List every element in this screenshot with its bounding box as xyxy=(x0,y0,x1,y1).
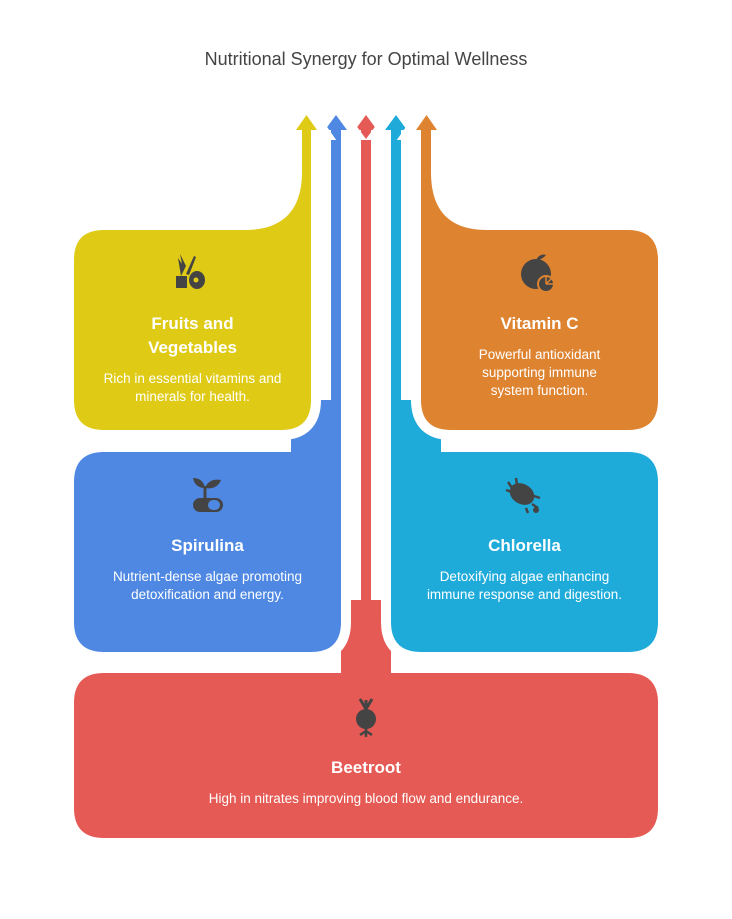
card-vitamin-c: Vitamin C Powerful antioxidant supportin… xyxy=(441,312,638,400)
card-description: Powerful antioxidant supporting immune s… xyxy=(478,347,601,398)
card-description: High in nitrates improving blood flow an… xyxy=(208,791,524,806)
card-beetroot: Beetroot High in nitrates improving bloo… xyxy=(94,756,638,808)
chlorella-shape xyxy=(365,98,668,662)
card-chlorella: Chlorella Detoxifying algae enhancing im… xyxy=(411,534,638,604)
vegetables-icon xyxy=(176,254,205,289)
algae-icon xyxy=(505,477,541,514)
card-title: Fruits and Vegetables xyxy=(148,314,237,357)
card-description: Detoxifying algae enhancing immune respo… xyxy=(426,569,623,602)
card-title: Spirulina xyxy=(171,536,244,555)
card-description: Nutrient-dense algae promoting detoxific… xyxy=(112,569,303,602)
card-title: Chlorella xyxy=(488,536,561,555)
orange-fruit-icon xyxy=(521,254,555,292)
diagram-title: Nutritional Synergy for Optimal Wellness xyxy=(204,49,528,69)
card-fruits-and-vegetables: Fruits and Vegetables Rich in essential … xyxy=(94,312,291,406)
beetroot-shape xyxy=(74,115,658,838)
card-description: Rich in essential vitamins and minerals … xyxy=(103,371,282,404)
sprout-pill-icon xyxy=(193,478,223,512)
card-spirulina: Spirulina Nutrient-dense algae promoting… xyxy=(94,534,321,604)
card-title: Beetroot xyxy=(331,758,401,777)
beetroot-icon xyxy=(356,698,376,737)
card-title: Vitamin C xyxy=(500,314,579,333)
spirulina-shape xyxy=(64,98,367,662)
